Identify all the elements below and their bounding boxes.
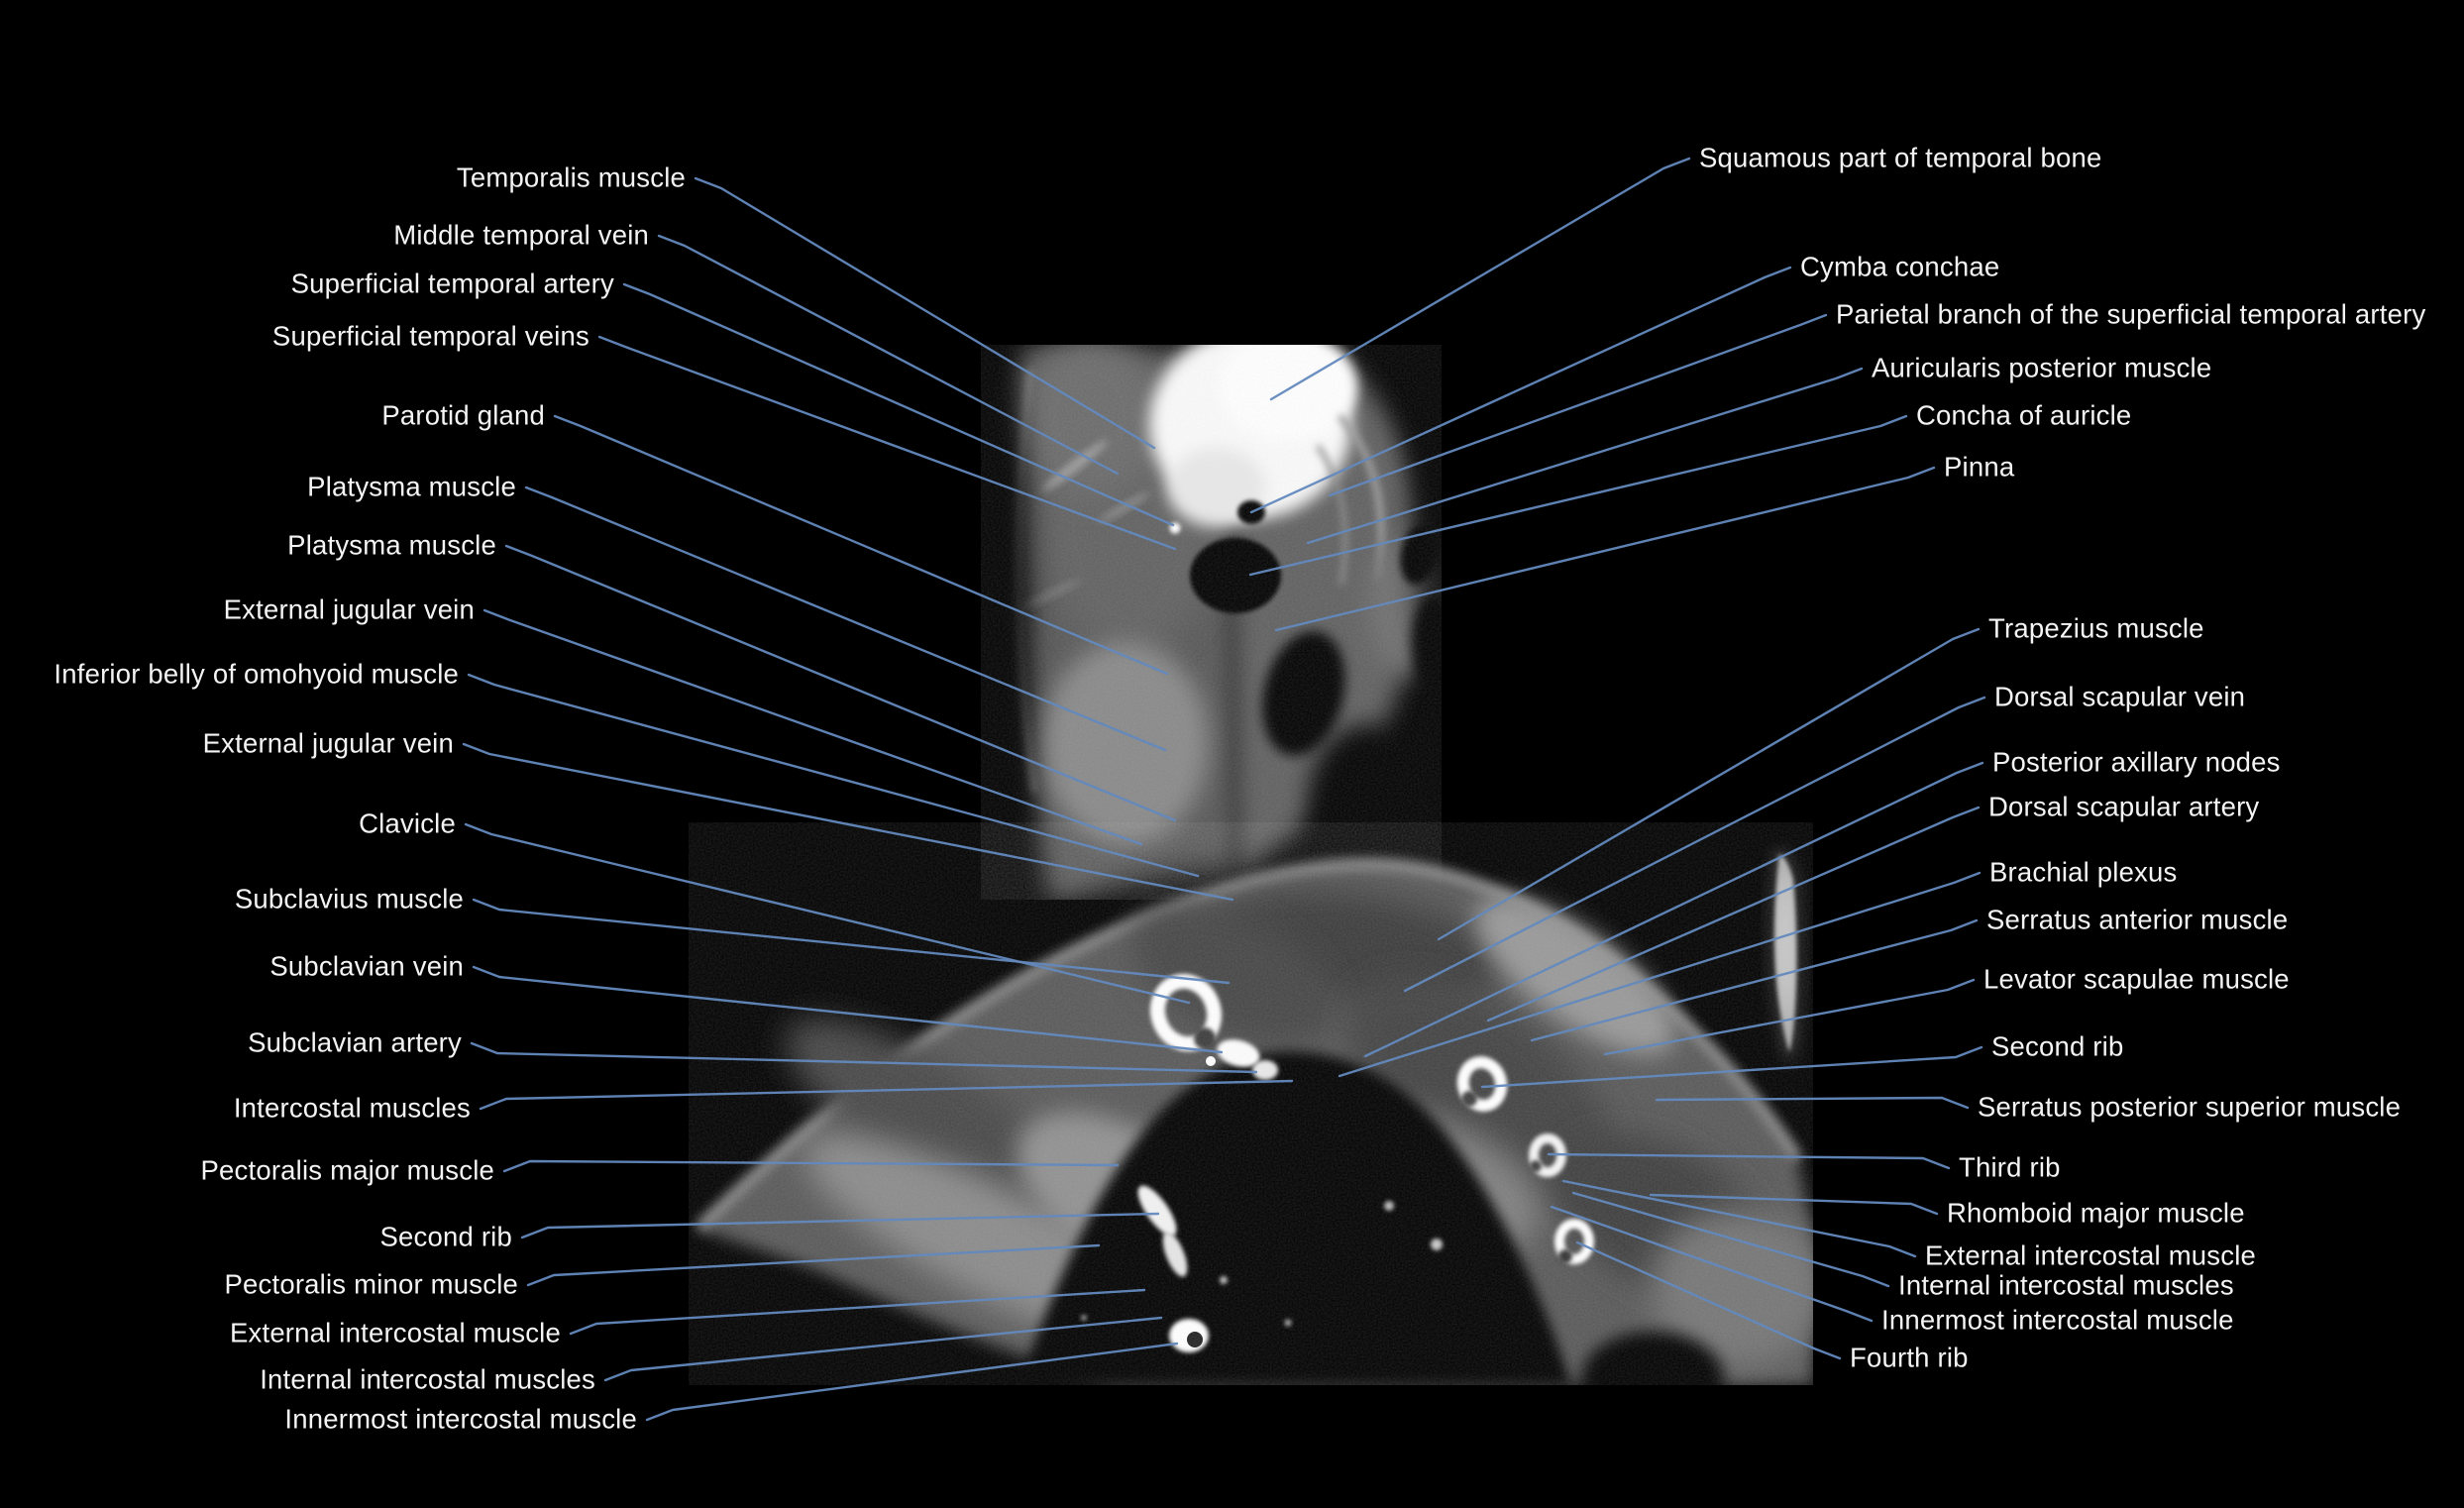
leader-line — [622, 282, 1175, 527]
leader-line — [462, 742, 1234, 902]
leader-line — [597, 335, 1177, 551]
leader-line — [470, 1041, 1258, 1074]
leader-line — [1571, 1191, 1890, 1288]
leader-line — [1403, 696, 1986, 993]
leader-line — [467, 673, 1200, 878]
leader-line — [1274, 466, 1936, 632]
leader-line — [1603, 978, 1976, 1056]
leader-line — [1575, 1240, 1842, 1360]
leader-line — [1655, 1096, 1970, 1110]
leader-line — [603, 1316, 1163, 1382]
leader-line — [657, 234, 1120, 476]
leader-line — [1328, 313, 1828, 497]
leader-line — [1561, 1179, 1917, 1258]
leader-line — [524, 485, 1167, 752]
leader-line — [1486, 806, 1981, 1023]
leader-line — [482, 608, 1143, 846]
leader-line — [1530, 918, 1979, 1042]
leader-line — [520, 1212, 1160, 1239]
leader-line — [1306, 367, 1864, 545]
leader-lines — [462, 157, 1986, 1422]
leader-line — [1269, 157, 1691, 401]
leader-line — [504, 544, 1177, 822]
leader-line — [1248, 414, 1908, 577]
ct-shoulder-slice — [689, 822, 1813, 1385]
leader-line — [1649, 1193, 1939, 1216]
leader-line — [1547, 1152, 1951, 1170]
leader-line — [1363, 761, 1984, 1058]
leader-line — [1550, 1205, 1874, 1323]
leader-line — [1249, 266, 1792, 514]
leader-line — [472, 965, 1224, 1054]
leader-line — [472, 898, 1231, 985]
leader-line — [1437, 627, 1981, 941]
leader-line — [479, 1079, 1294, 1111]
leader-line — [526, 1243, 1101, 1287]
leader-line — [553, 414, 1169, 676]
leader-line — [569, 1288, 1146, 1336]
leader-line — [502, 1159, 1120, 1173]
leader-line — [645, 1342, 1179, 1422]
leader-line — [464, 822, 1191, 1005]
leader-line — [1338, 871, 1982, 1078]
leader-line — [1480, 1045, 1983, 1089]
leader-line — [694, 176, 1156, 450]
